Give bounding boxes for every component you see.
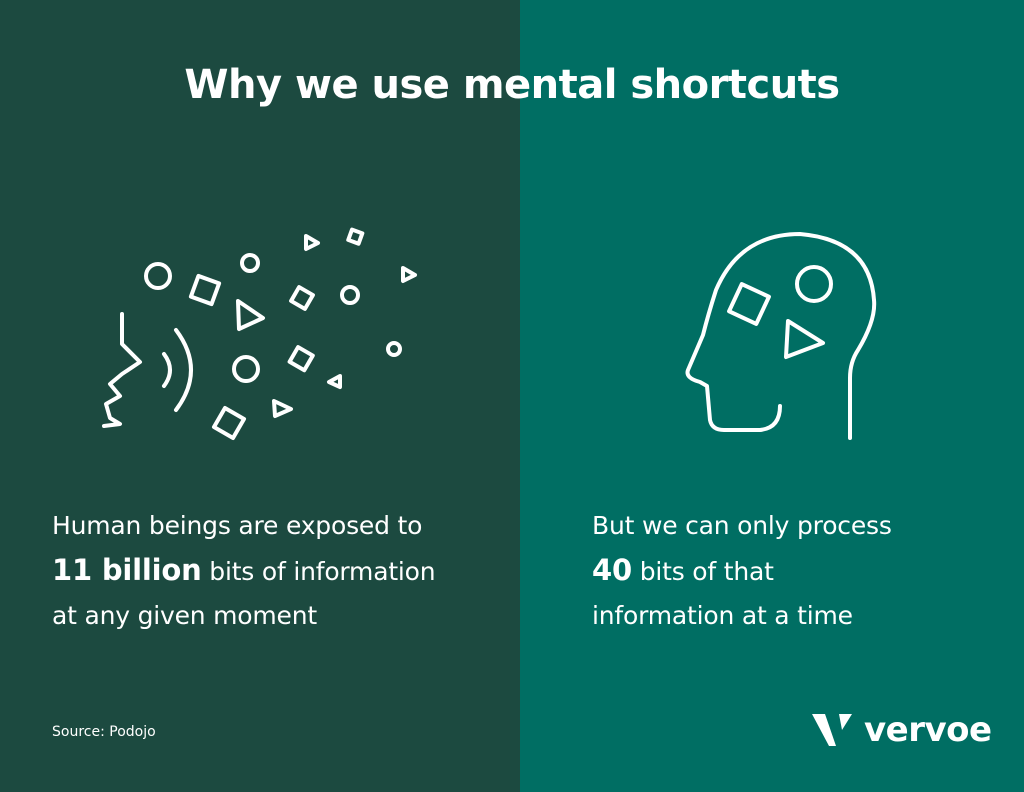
page-title: Why we use mental shortcuts xyxy=(184,62,840,108)
left-line-3: at any given moment xyxy=(52,601,317,630)
head-with-shapes-icon xyxy=(685,232,877,440)
left-line-1: Human beings are exposed to xyxy=(52,511,423,540)
vervoe-logo: vervoe xyxy=(812,710,992,750)
right-line-2-rest: bits of that xyxy=(631,557,774,586)
left-statement: Human beings are exposed to 11 billion b… xyxy=(52,504,436,638)
right-line-3: information at a time xyxy=(592,601,853,630)
vervoe-v-icon xyxy=(812,714,852,746)
left-line-2: 11 billion bits of information xyxy=(52,548,436,594)
speaking-face-with-shapes-icon xyxy=(102,227,417,441)
left-line-2-rest: bits of information xyxy=(201,557,436,586)
right-panel xyxy=(520,0,1024,792)
left-panel xyxy=(0,0,520,792)
right-line-1: But we can only process xyxy=(592,511,892,540)
right-line-2: 40 bits of that xyxy=(592,548,892,594)
stat-11-billion: 11 billion xyxy=(52,553,202,587)
stat-40: 40 xyxy=(592,553,632,587)
brand-name: vervoe xyxy=(864,710,992,750)
source-credit: Source: Podojo xyxy=(52,724,156,740)
right-statement: But we can only process 40 bits of that … xyxy=(592,504,892,638)
